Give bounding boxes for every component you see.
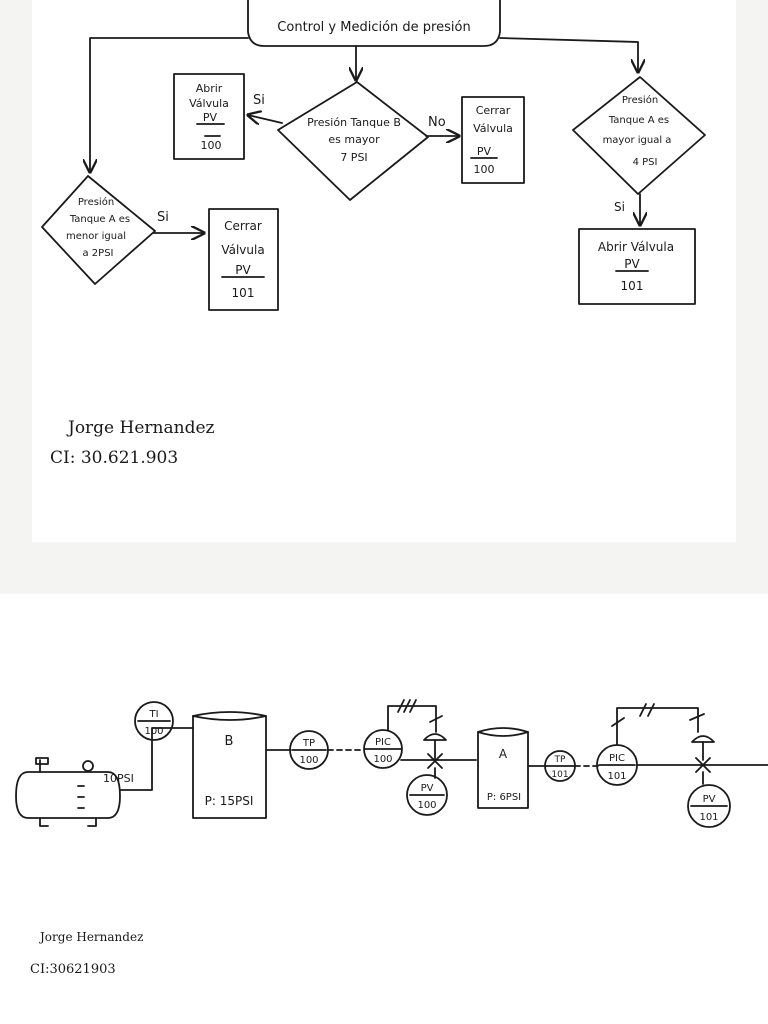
connector-title-left <box>90 37 249 172</box>
box-line: Cerrar <box>224 219 262 233</box>
decision-a-high-text: Presión Tanque A es mayor igual a 4 PSI <box>603 94 672 168</box>
title-box <box>247 0 501 47</box>
pic-101-number: 101 <box>607 771 626 782</box>
decision-a-high-line: Presión <box>622 94 658 106</box>
box-open-101 <box>578 228 696 305</box>
decision-a-low-yes-label: Si <box>157 210 169 225</box>
tank-a <box>477 727 529 809</box>
tank-b-label: B <box>225 734 234 749</box>
decision-b-no-label: No <box>428 115 446 130</box>
box-line: Válvula <box>473 122 513 135</box>
pv-101-tag: PV <box>703 794 716 805</box>
decision-a-low-line: menor igual <box>66 231 126 242</box>
box-line: Cerrar <box>476 104 511 117</box>
box-line: 101 <box>232 286 255 300</box>
box-open-100 <box>173 73 245 160</box>
decision-b-text: Presión Tanque B es mayor 7 PSI <box>307 116 401 164</box>
decision-a-high-line: Tanque A es <box>608 115 669 126</box>
connector-title-right <box>499 37 638 72</box>
box-line: PV <box>203 111 218 124</box>
box-line: Válvula <box>189 97 229 110</box>
tank-b-pressure: P: 15PSI <box>205 794 254 808</box>
box-line: 100 <box>201 139 222 152</box>
pic-101-tag: PIC <box>609 753 625 764</box>
box-close-101-text: Cerrar Válvula PV 101 <box>221 219 264 300</box>
decision-a-high-line: 4 PSI <box>633 157 658 168</box>
tp-100-number: 100 <box>299 755 318 766</box>
pv-100-tag: PV <box>421 783 434 794</box>
compressor-pressure-label: 10PSI <box>103 772 134 785</box>
pv-101-bubble <box>687 784 731 828</box>
box-line: PV <box>477 145 492 158</box>
decision-a-high-line: mayor igual a <box>603 135 672 146</box>
decision-b-diamond <box>277 81 429 201</box>
decision-a-high-diamond <box>572 76 706 195</box>
tp-101-tag: TP <box>554 755 566 765</box>
decision-a-high-yes-label: Si <box>614 200 625 214</box>
signature-top-name: Jorge Hernandez <box>68 418 215 438</box>
compressor <box>15 757 121 827</box>
ti-100-number: 100 <box>144 726 163 737</box>
decision-a-low-line: Presión <box>78 196 114 208</box>
valve-100-actuator <box>423 733 447 741</box>
box-open-100-text: Abrir Válvula PV 100 <box>189 82 229 152</box>
tank-a-label: A <box>499 747 508 761</box>
box-line: Válvula <box>221 243 264 257</box>
ti-100-bubble <box>134 701 174 741</box>
signature-bottom-ci: CI:30621903 <box>30 962 116 977</box>
tank-a-pressure: P: 6PSI <box>487 792 521 803</box>
signature-bottom-name: Jorge Hernandez <box>40 930 144 944</box>
decision-a-low-line: Tanque A es <box>69 214 130 225</box>
decision-b-line: Presión Tanque B <box>307 116 401 129</box>
tank-b <box>192 711 267 819</box>
signature-top-ci: CI: 30.621.903 <box>50 448 179 468</box>
box-close-100 <box>461 96 525 184</box>
ti-100-tag: TI <box>148 709 158 720</box>
decision-b-yes-label: Si <box>253 93 265 108</box>
decision-b-line: es mayor <box>328 133 380 146</box>
box-open-101-text: Abrir Válvula PV 101 <box>598 240 674 293</box>
box-line: 100 <box>474 163 495 176</box>
pid-sheet <box>0 594 768 1024</box>
tp-100-tag: TP <box>302 738 315 749</box>
arrow-b-yes <box>248 115 283 123</box>
pic-100-tag: PIC <box>375 737 391 748</box>
tp-101-number: 101 <box>551 770 568 780</box>
pv-101-number: 101 <box>699 812 718 823</box>
decision-a-low-line: a 2PSI <box>83 248 114 259</box>
box-line: 101 <box>621 279 644 293</box>
decision-a-low-text: Presión Tanque A es menor igual a 2PSI <box>66 196 130 259</box>
valve-101-actuator <box>691 735 715 743</box>
pv-100-bubble <box>406 774 448 816</box>
box-line: Abrir Válvula <box>598 240 674 254</box>
pv-100-number: 100 <box>417 800 436 811</box>
box-close-100-text: Cerrar Válvula PV 100 <box>473 104 513 176</box>
decision-b-line: 7 PSI <box>340 151 367 164</box>
box-line: PV <box>624 257 640 271</box>
decision-a-low-diamond <box>41 175 156 285</box>
box-line: PV <box>235 263 251 277</box>
flowchart-title: Control y Medición de presión <box>277 20 470 35</box>
box-line: Abrir <box>196 82 223 95</box>
pic-100-number: 100 <box>373 754 392 765</box>
box-close-101 <box>208 208 279 311</box>
pic-100-bubble <box>363 729 403 769</box>
